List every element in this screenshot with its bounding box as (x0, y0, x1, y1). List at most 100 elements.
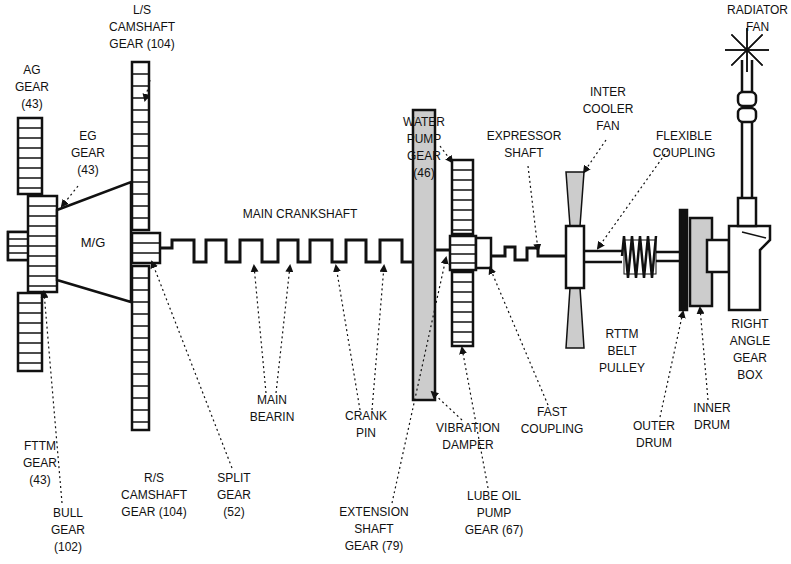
leader-line (598, 150, 668, 248)
rs-camshaft-gear-tooth (132, 325, 149, 327)
ls-camshaft-gear-tooth (132, 85, 149, 87)
part-name: MAIN CRANKSHAFT (243, 206, 358, 223)
split-gear-tooth (132, 252, 160, 254)
bull-gear-tooth (28, 245, 57, 247)
ag-gear-tooth (18, 157, 42, 159)
hub-gear-tooth (8, 238, 30, 240)
ag-gear (18, 118, 42, 194)
bull-gear (28, 196, 57, 292)
rs-camshaft-gear-tooth (132, 289, 149, 291)
rs-camshaft-gear (132, 266, 149, 430)
ls-camshaft-gear-tooth (132, 181, 149, 183)
gear-callout: R/S CAMSHAFT GEAR (104) (121, 470, 187, 521)
leader-line (584, 140, 606, 172)
part-name: CRANK PIN (345, 408, 387, 442)
bull-gear-tooth (28, 265, 57, 267)
hub-gear-tooth (8, 252, 30, 254)
split-gear (132, 233, 160, 263)
part-name: INNER DRUM (693, 400, 730, 434)
leader-line (490, 268, 548, 405)
leader-line (145, 80, 150, 100)
lube-oil-pump-gear-tooth (452, 321, 473, 323)
part-name: FLEXIBLE COUPLING (653, 128, 716, 162)
gear-callout: AG GEAR (43) (15, 62, 49, 113)
hub-gear (8, 232, 30, 260)
water-pump-gear-tooth (452, 199, 473, 201)
fttm-gear-tooth (18, 342, 42, 344)
fttm-gear-tooth (18, 332, 42, 334)
ag-gear-tooth (18, 167, 42, 169)
leader-line (528, 166, 538, 250)
coupling-hub (476, 238, 491, 268)
bull-gear-tooth (28, 275, 57, 277)
fttm-gear-tooth (18, 312, 42, 314)
gear-callout: WATER PUMP GEAR (46) (403, 114, 445, 182)
ag-gear-tooth (18, 147, 42, 149)
leader-line (462, 348, 488, 488)
leader-line (700, 308, 708, 400)
fttm-gear-tooth (18, 362, 42, 364)
extension-shaft-gear (450, 236, 476, 270)
ls-camshaft-gear-tooth (132, 157, 149, 159)
gear-callout: EXTENSION SHAFT GEAR (79) (338, 504, 410, 555)
fttm-gear (18, 293, 42, 371)
part-name: VIBRATION DAMPER (436, 420, 500, 454)
fan-blade (566, 172, 584, 226)
bull-gear-tooth (28, 205, 57, 207)
gear-box-detail (742, 232, 766, 238)
water-pump-gear-tooth (452, 209, 473, 211)
gear-callout: FTTM GEAR (43) (23, 438, 57, 489)
ag-gear-tooth (18, 137, 42, 139)
ls-camshaft-gear-tooth (132, 109, 149, 111)
extension-shaft-gear-tooth (450, 244, 476, 246)
leader-line (62, 186, 78, 206)
bull-gear-tooth (28, 225, 57, 227)
bull-gear-tooth (28, 235, 57, 237)
coupling (738, 108, 756, 122)
ag-gear-tooth (18, 187, 42, 189)
ls-camshaft-gear-tooth (132, 169, 149, 171)
part-name: M/G (81, 235, 106, 250)
part-name: RIGHT ANGLE GEAR BOX (730, 316, 771, 384)
outer-drum (680, 210, 687, 310)
leader-line (660, 312, 683, 417)
shaft (742, 120, 752, 198)
lube-oil-pump-gear-tooth (452, 301, 473, 303)
shaft (656, 252, 680, 261)
coupling (738, 92, 756, 106)
part-name: FAST COUPLING (521, 404, 584, 438)
expressor-shaft (491, 247, 566, 260)
gear-callout: EG GEAR (43) (71, 128, 105, 179)
lube-oil-pump-gear-tooth (452, 331, 473, 333)
part-name: OUTER DRUM (633, 418, 675, 452)
extension-shaft-gear-tooth (450, 253, 476, 255)
ls-camshaft-gear-tooth (132, 145, 149, 147)
water-pump-gear-tooth (452, 229, 473, 231)
part-name: RADIATOR FAN (727, 2, 788, 36)
extension-shaft-gear-tooth (450, 262, 476, 264)
main-crankshaft (160, 240, 414, 262)
fan-hub (566, 226, 584, 288)
part-name: RTTM BELT PULLEY (599, 326, 645, 377)
water-pump-gear (452, 160, 473, 234)
radiator-fan (731, 34, 762, 65)
part-name: INTER COOLER FAN (583, 84, 634, 135)
leader-line (392, 258, 446, 503)
ls-camshaft-gear-tooth (132, 97, 149, 99)
leader-line (432, 392, 462, 420)
generator-label-box: M/G (58, 222, 128, 262)
ls-camshaft-gear-tooth (132, 193, 149, 195)
rs-camshaft-gear-tooth (132, 277, 149, 279)
rs-camshaft-gear-tooth (132, 361, 149, 363)
leader-line (276, 266, 290, 393)
leader-line (440, 146, 452, 162)
gear-callout: SPLIT GEAR (52) (217, 470, 251, 521)
ag-gear-tooth (18, 127, 42, 129)
fan-blade (566, 288, 584, 348)
hub (8, 232, 30, 260)
gear-callout: BULL GEAR (102) (51, 505, 85, 556)
ls-camshaft-gear-tooth (132, 205, 149, 207)
rs-camshaft-gear-tooth (132, 385, 149, 387)
rs-camshaft-gear-tooth (132, 301, 149, 303)
